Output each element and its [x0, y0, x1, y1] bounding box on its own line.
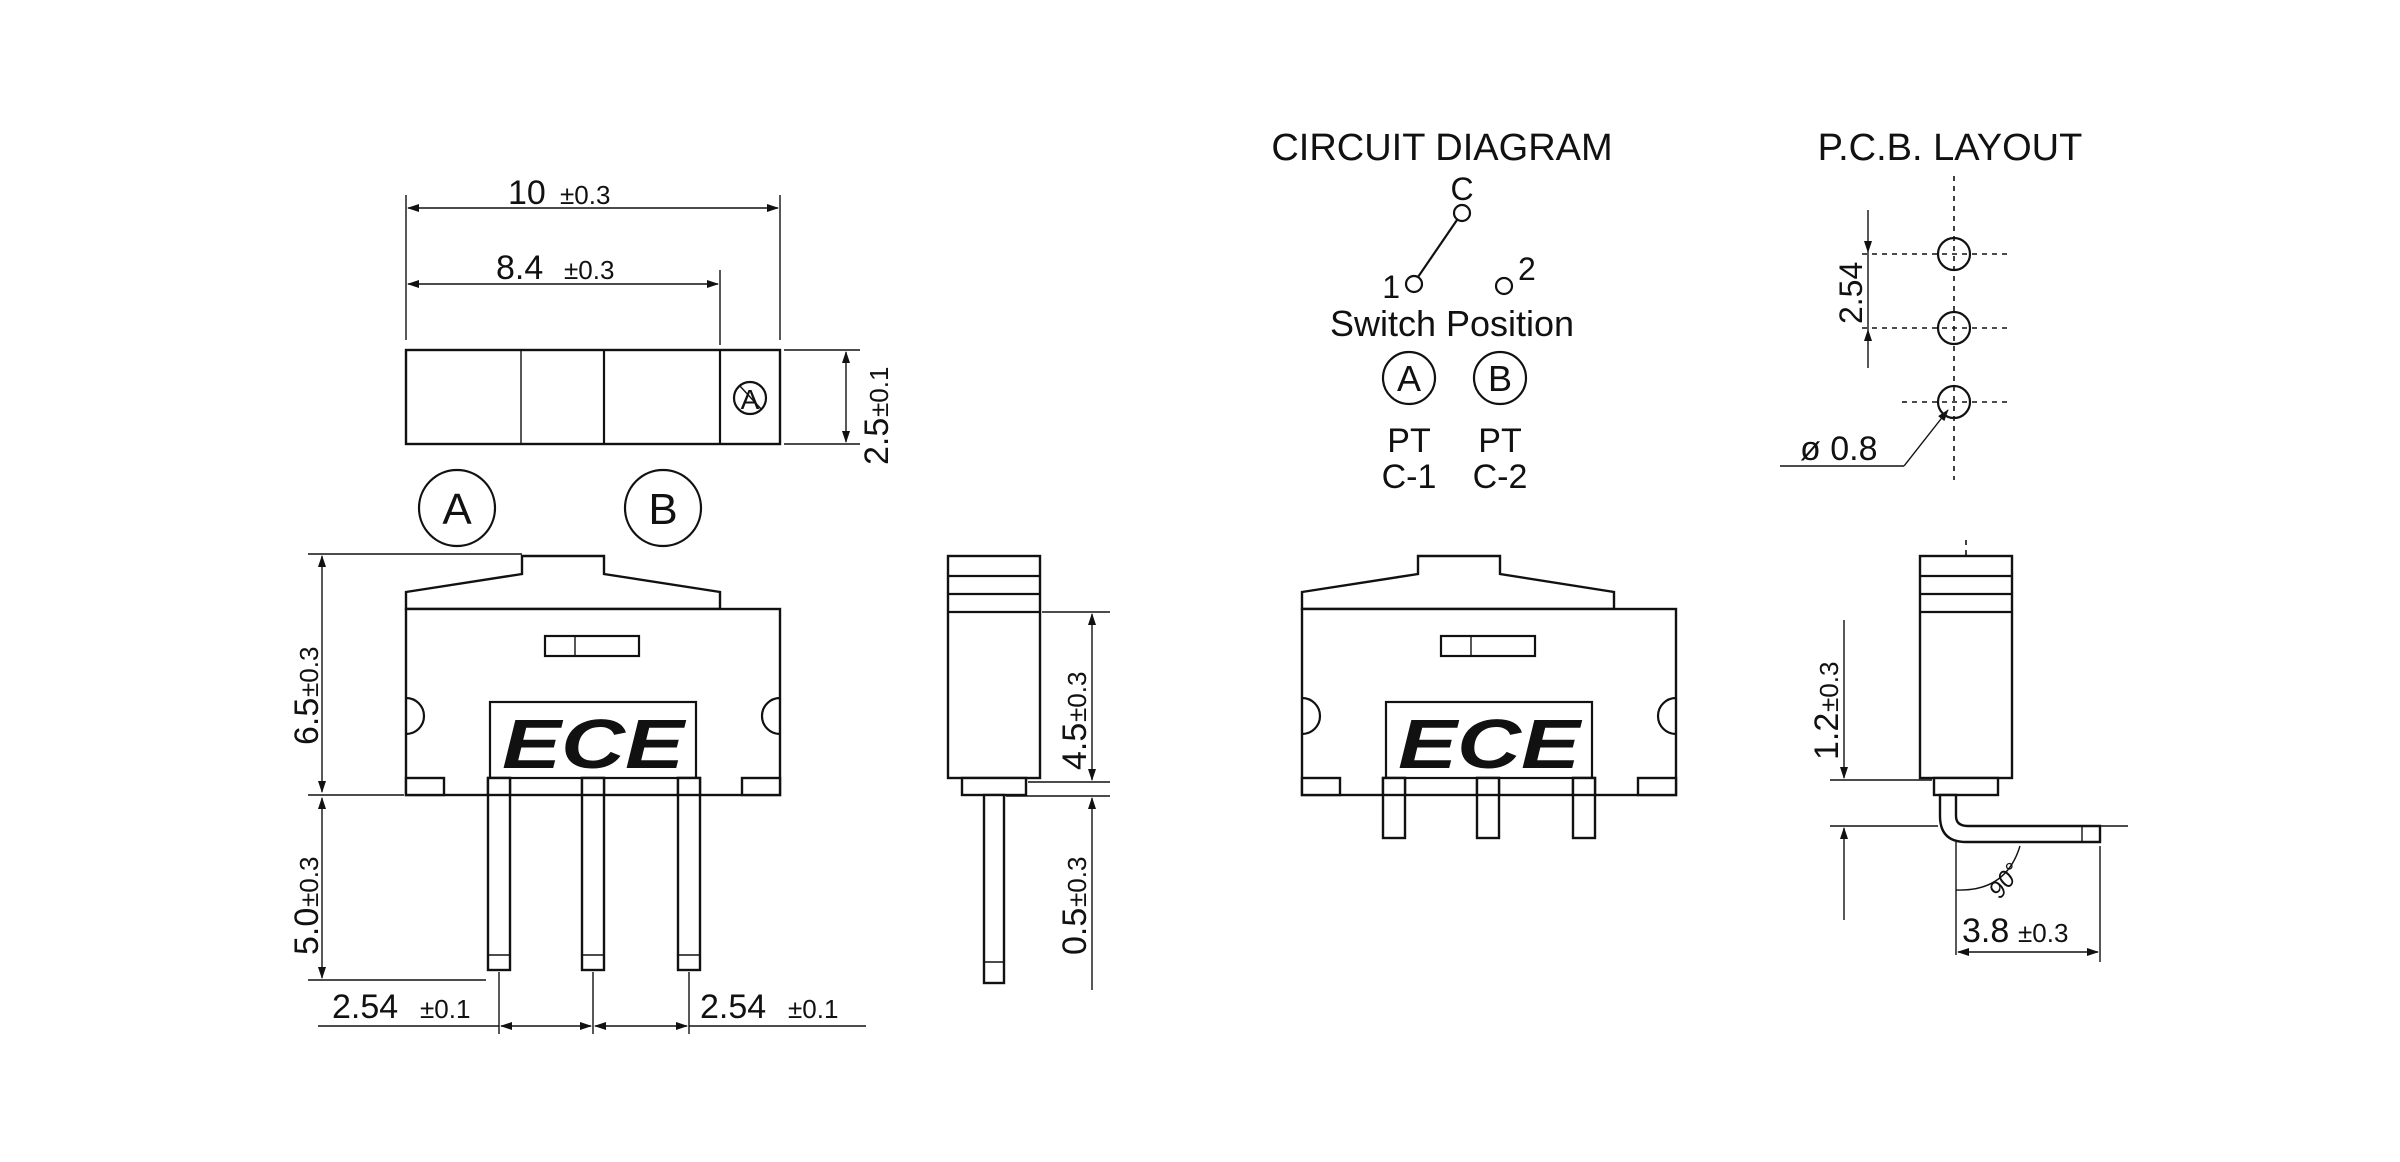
dim-side-height: 4.5 ±0.3: [1056, 672, 1094, 770]
dim-side-height-value: 4.5: [1056, 723, 1094, 770]
position-marker-circle: [732, 380, 768, 416]
dim-height-top-tol: ±0.1: [864, 367, 894, 417]
position-marker-letter: A: [741, 384, 760, 415]
circuit-diagram-title: CIRCUIT DIAGRAM: [1271, 127, 1612, 169]
side-view-right-angle: 1.2 ±0.3 90° 3.8 ±0.3: [1808, 540, 2128, 962]
dim-width-inner: 8.4 ±0.3: [407, 248, 719, 288]
dim-body-height-tol: ±0.3: [294, 647, 324, 697]
side-view: 4.5 ±0.3 0.5 ±0.3: [946, 554, 1110, 990]
pcb-hole-1: [1936, 236, 1972, 272]
circuit-pos-a-line2: C-1: [1382, 458, 1437, 496]
switch-position-label: Switch Position: [1330, 303, 1574, 344]
dim-ra-height-tol: ±0.3: [1814, 662, 1844, 712]
circle-a-letter: A: [442, 485, 472, 534]
top-view: 10 ±0.3 8.4 ±0.3 A 2.5 ±0.1: [404, 172, 896, 465]
dim-ra-height-value: 1.2: [1808, 713, 1846, 760]
dim-ra-angle-value: 90°: [1983, 858, 2027, 904]
dim-pcb-hole: ø 0.8: [1800, 430, 1877, 468]
circuit-pos-a-letter: A: [1397, 358, 1421, 399]
dim-ra-length-tol: ±0.3: [2018, 918, 2068, 948]
circuit-label-1: 1: [1382, 269, 1400, 305]
dim-body-height: 6.5 ±0.3: [288, 647, 326, 745]
pcb-hole-3: [1936, 384, 1972, 420]
dim-width-total: 10 ±0.3: [407, 172, 779, 212]
dim-ra-length: 3.8 ±0.3: [1962, 912, 2068, 950]
dim-ra-angle: 90°: [1983, 858, 2027, 904]
dim-ra-length-value: 3.8: [1962, 912, 2009, 950]
circle-b-letter: B: [648, 485, 677, 534]
circuit-pos-b-circle: [1472, 350, 1528, 406]
top-view-body: [404, 348, 782, 446]
circuit-pos-b-line2: C-2: [1473, 458, 1528, 496]
circuit-pos-b-line1: PT: [1478, 422, 1521, 460]
dim-body-height-value: 6.5: [288, 698, 326, 745]
circuit-pos-a-circle: [1381, 350, 1437, 406]
circle-a: [417, 468, 497, 548]
dim-side-gap-value: 0.5: [1056, 908, 1094, 955]
dim-height-top-value: 2.5: [858, 418, 896, 465]
circuit-label-2: 2: [1518, 251, 1536, 287]
dim-side-gap: 0.5 ±0.3: [1056, 857, 1094, 955]
dim-width-inner-value: 8.4: [496, 249, 543, 287]
circuit-pos-a-line1: PT: [1387, 422, 1430, 460]
pcb-layout: P.C.B. LAYOUT 2.54 ø 0.8: [1780, 127, 2082, 480]
dim-width-inner-tol: ±0.3: [564, 255, 614, 285]
circuit-label-c: C: [1450, 171, 1473, 207]
position-labels: A B: [417, 468, 703, 548]
pcb-hole-2: [1936, 310, 1972, 346]
dim-width-total-tol: ±0.3: [560, 180, 610, 210]
dim-pin-length-value: 5.0: [288, 908, 326, 955]
circuit-pos-b-letter: B: [1488, 358, 1512, 399]
dim-pin-length: 5.0 ±0.3: [288, 857, 326, 955]
ece-logo-right: ECE: [1398, 705, 1583, 783]
dim-side-height-tol: ±0.3: [1062, 672, 1092, 722]
dim-pcb-pitch: 2.54: [1833, 262, 1869, 324]
dim-pin-length-tol: ±0.3: [294, 857, 324, 907]
pcb-layout-title: P.C.B. LAYOUT: [1818, 127, 2083, 169]
dim-width-total-value: 10: [508, 174, 546, 212]
dim-pitch-right-tol: ±0.1: [788, 994, 838, 1024]
dim-pitch-right: 2.54 ±0.1: [700, 988, 838, 1026]
front-view-right-angle: ECE: [1300, 554, 1678, 840]
dim-pitch-left-tol: ±0.1: [420, 994, 470, 1024]
ece-logo: ECE: [502, 705, 687, 783]
front-view: ECE 6.5 ±0.3 5.0 ±0.3: [288, 553, 866, 1034]
dim-height-top: 2.5 ±0.1: [858, 367, 896, 465]
circuit-diagram: CIRCUIT DIAGRAM C 1 2 Switch Position A …: [1271, 127, 1612, 496]
dim-pitch-right-value: 2.54: [700, 988, 766, 1026]
dim-pitch-left-value: 2.54: [332, 988, 398, 1026]
dim-pitch-left: 2.54 ±0.1: [332, 988, 470, 1026]
dim-ra-height: 1.2 ±0.3: [1808, 662, 1846, 760]
dim-side-gap-tol: ±0.3: [1062, 857, 1092, 907]
circle-b: [623, 468, 703, 548]
dim-pcb-pitch-value: 2.54: [1833, 262, 1869, 324]
